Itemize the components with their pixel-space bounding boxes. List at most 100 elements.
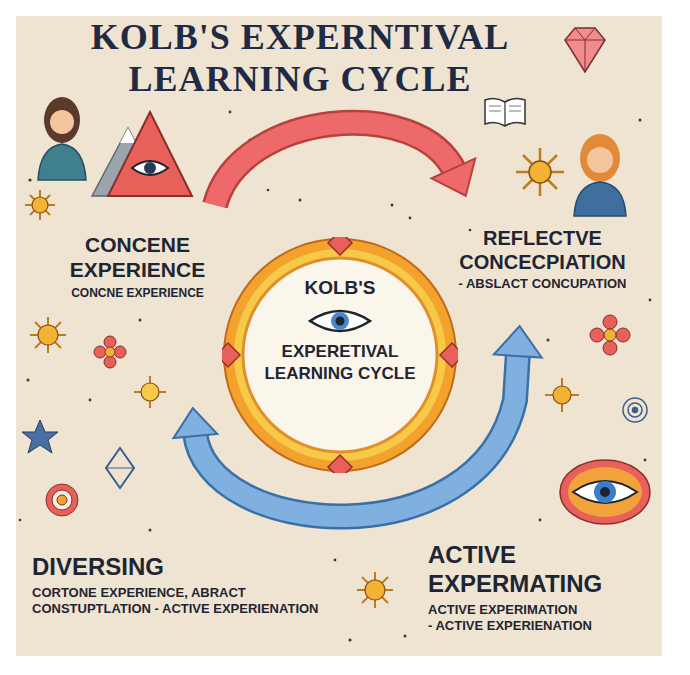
eye-pupil: [336, 317, 345, 326]
diagram-title: KOLB'S EXPERNTIVAL LEARNING CYCLE: [50, 16, 550, 100]
scatter-dots-part: [639, 119, 642, 122]
gem-icon-part: [106, 448, 134, 488]
spiral-icon-part: [633, 408, 638, 413]
stage-heading: ACTIVE EXPERMATING: [428, 540, 656, 598]
book-part: [489, 111, 501, 112]
scatter-dots-part: [139, 319, 142, 322]
blue-arrow-part: [494, 325, 544, 358]
gem-icon: [106, 448, 134, 488]
book: [485, 98, 525, 126]
sun-icon-part: [30, 195, 50, 215]
person-left-part: [44, 97, 80, 143]
scatter-dots-part: [539, 519, 542, 522]
sun-icon: [357, 572, 393, 608]
stage-subtext: CORTONE EXPERIENCE, ABRACT CONSTUPTLATIO…: [32, 585, 322, 617]
title-block: KOLB'S EXPERNTIVAL LEARNING CYCLE: [50, 16, 550, 100]
flower-icon-part: [46, 484, 78, 516]
scatter-dots-part: [19, 519, 22, 522]
flower-icon-part: [590, 328, 604, 342]
stage-right: REFLECTVE CONCECPIATION- ABSLACT CONCUPA…: [425, 226, 660, 292]
person-left-part: [38, 144, 86, 180]
flower-icon-part: [616, 328, 630, 342]
sun-icon: [545, 378, 579, 412]
book-part: [504, 102, 505, 126]
scatter-dots-part: [334, 559, 337, 562]
sun-icon: [30, 317, 66, 353]
book-part: [485, 98, 525, 126]
scatter-dots-part: [89, 399, 92, 402]
red-arrow-part: [215, 123, 455, 205]
scatter-dots-part: [28, 178, 31, 181]
sun-icon: [134, 376, 166, 408]
scatter-dots-part: [267, 189, 270, 192]
cycle-circle: KOLB'SEXPERETIVAL LEARNING CYCLE: [222, 237, 458, 473]
eye-illustration-part: [600, 487, 610, 497]
flower-icon: [590, 315, 630, 355]
pyramid-eye-part: [132, 161, 168, 175]
mountains-part: [120, 128, 136, 143]
sun-icon-part: [523, 155, 557, 189]
eye-illustration: [560, 460, 650, 524]
scatter-dots: [19, 111, 652, 642]
ring-diamond: [328, 455, 352, 473]
star-icon-part: [22, 420, 58, 453]
scatter-dots-part: [229, 111, 232, 114]
person-right: [574, 134, 626, 216]
scatter-dots-part: [404, 635, 407, 638]
gem-icon-part: [106, 468, 134, 469]
gem: [565, 28, 605, 72]
flower-icon-part: [94, 346, 106, 358]
eye-illustration-part: [594, 481, 616, 503]
spiral-icon-part: [628, 403, 642, 417]
inner-ring: [234, 249, 446, 461]
flower-icon: [94, 336, 126, 368]
scatter-dots-part: [547, 339, 550, 342]
book-part: [509, 106, 521, 107]
flower-icon-part: [52, 490, 72, 510]
scatter-dots-part: [469, 229, 472, 232]
stage-subtext: ACTIVE EXPERIMATION: [428, 602, 656, 618]
circle-face: [243, 258, 437, 452]
sun-icon-part: [362, 577, 388, 603]
circle-heading: KOLB'S: [260, 277, 420, 299]
pyramid-eye-part: [108, 112, 192, 196]
stage-heading: REFLECTVE CONCECPIATION: [425, 226, 660, 274]
sun-icon-part: [553, 386, 571, 404]
book-part: [509, 111, 521, 112]
stage-heading: DIVERSING: [32, 552, 322, 581]
scatter-dots-part: [649, 299, 652, 302]
flower-icon: [46, 484, 78, 516]
eye-illustration-part: [573, 481, 637, 503]
sun-icon-part: [141, 383, 159, 401]
spiral-icon: [623, 398, 647, 422]
person-left-part: [50, 110, 74, 134]
person-right-part: [574, 182, 626, 216]
scatter-dots-part: [391, 204, 394, 207]
scatter-dots-part: [348, 638, 351, 641]
ring-diamond: [440, 343, 458, 367]
scatter-dots-part: [409, 217, 412, 220]
stage-subtext: CONCNE EXPERIENCE: [30, 286, 245, 300]
flower-icon-part: [603, 315, 617, 329]
person-right-part: [580, 134, 620, 182]
flower-icon-part: [114, 346, 126, 358]
sun-icon: [516, 148, 564, 196]
red-arrow-part: [215, 123, 455, 205]
sun-icon-part: [362, 577, 388, 603]
flower-icon-part: [57, 495, 67, 505]
pyramid-eye-part: [144, 162, 156, 174]
gem-part: [585, 40, 586, 72]
person-left: [38, 97, 86, 180]
scatter-dots-part: [149, 529, 152, 532]
flower-icon-part: [104, 336, 116, 348]
eye-iris: [331, 312, 349, 330]
sun-icon-part: [35, 322, 61, 348]
sun-icon-part: [523, 155, 557, 189]
sun-icon-part: [32, 197, 48, 213]
star-icon: [22, 420, 58, 453]
stage-heading: CONCENE EXPERIENCE: [30, 232, 245, 282]
spiral-icon-part: [623, 398, 647, 422]
blue-arrow-part: [171, 406, 217, 438]
